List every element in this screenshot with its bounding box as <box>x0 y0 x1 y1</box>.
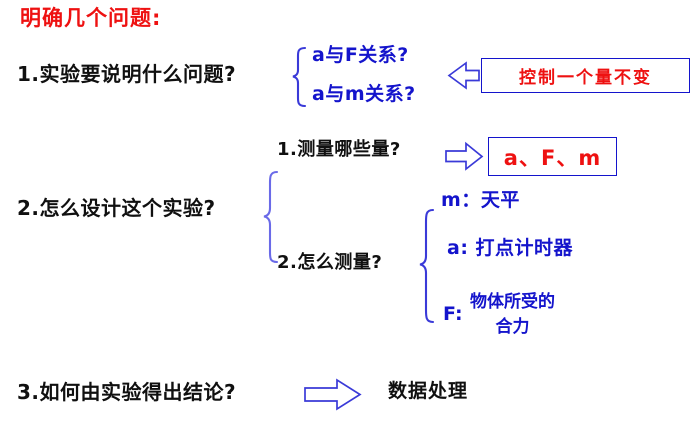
measure-mass-entry: m：天平 <box>441 189 520 211</box>
measure-acceleration-tool: 打点计时器 <box>475 237 574 259</box>
right-arrow-icon-quantities <box>445 141 484 171</box>
page-title: 明确几个问题: <box>20 6 162 30</box>
measure-acceleration-symbol: a: <box>447 237 469 259</box>
question-2-sub-2-text: 2.怎么测量? <box>277 252 383 273</box>
question-1-text: 1.实验要说明什么问题? <box>17 62 237 86</box>
brace-question-2 <box>263 170 279 264</box>
measure-mass-tool: 天平 <box>480 189 520 211</box>
measure-force-tool: 物体所受的 合力 <box>470 290 555 339</box>
question-2-sub-1-text: 1.测量哪些量? <box>277 139 401 160</box>
note-box-control-variable: 控制一个量不变 <box>481 58 690 93</box>
measure-mass-symbol: m： <box>441 189 481 211</box>
brace-question-1 <box>292 46 307 108</box>
note-box-label: 控制一个量不变 <box>519 68 652 88</box>
question-1-branch-1: a与F关系? <box>312 44 409 66</box>
question-1-branch-2: a与m关系? <box>312 83 416 105</box>
measure-acceleration-entry: a: 打点计时器 <box>447 237 574 259</box>
right-arrow-icon-conclusion <box>304 378 362 411</box>
brace-measures <box>419 208 435 324</box>
result-box-quantities: a、F、m <box>488 137 617 176</box>
measure-force-tool-line2: 合力 <box>495 316 530 337</box>
question-2-text: 2.怎么设计这个实验? <box>17 196 216 220</box>
question-3-text: 3.如何由实验得出结论? <box>17 380 237 404</box>
measure-force-tool-line1: 物体所受的 <box>470 292 555 312</box>
left-arrow-icon <box>447 61 480 90</box>
question-3-result: 数据处理 <box>388 380 469 402</box>
measure-force-symbol: F: <box>443 303 463 325</box>
result-box-label: a、F、m <box>503 145 602 170</box>
